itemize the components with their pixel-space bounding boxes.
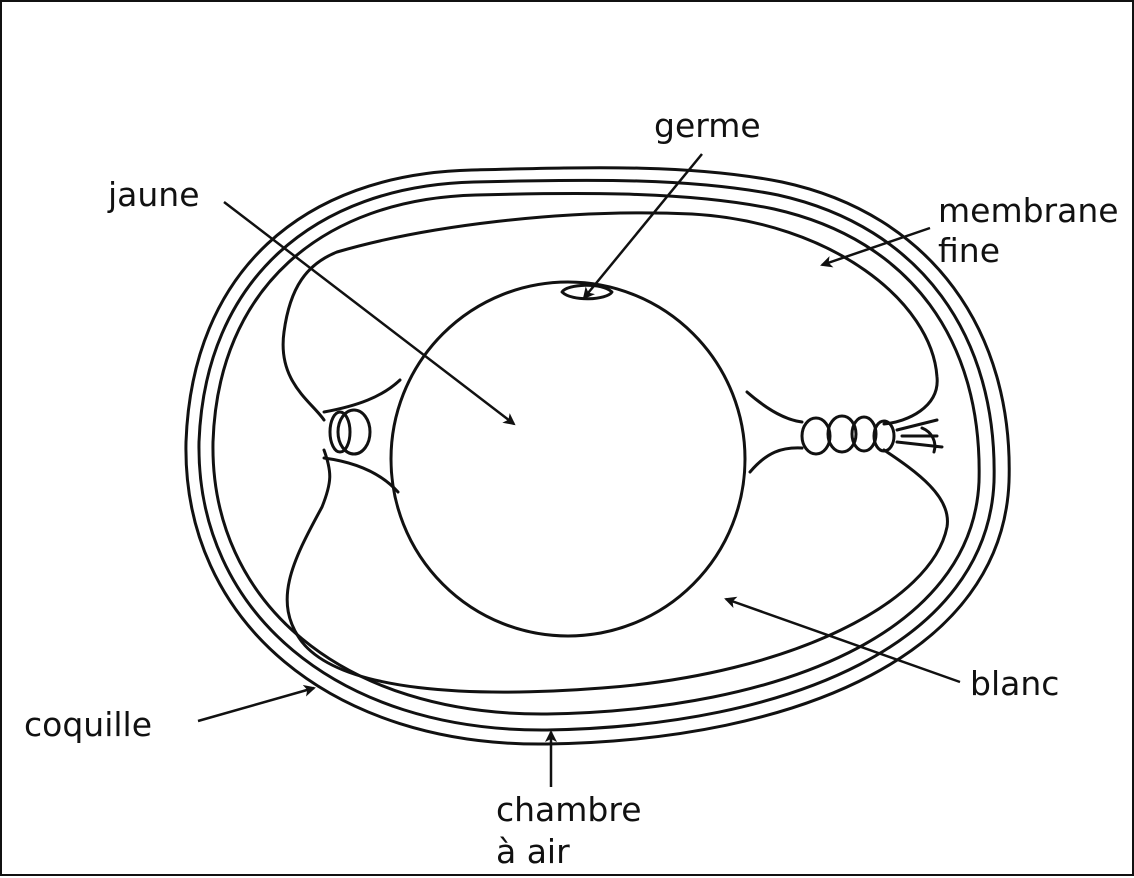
chalaza-right [747, 392, 802, 472]
chalaza-left [324, 380, 400, 492]
label-membrane: membrane [938, 191, 1119, 231]
label-germe: germe [654, 106, 761, 146]
shell-outer [186, 168, 1009, 744]
germ-spot [562, 285, 612, 299]
label-blanc: blanc [970, 664, 1059, 704]
germe-arrow [584, 154, 702, 298]
coquille-arrow [198, 688, 314, 721]
yolk [391, 282, 745, 636]
label-jaune: jaune [108, 175, 200, 215]
label-chambre: chambre [496, 790, 642, 830]
label-coquille: coquille [24, 705, 152, 745]
label-a-air: à air [496, 832, 570, 872]
label-membrane-fine: fine [938, 231, 1000, 271]
albumen-outline [283, 213, 947, 692]
